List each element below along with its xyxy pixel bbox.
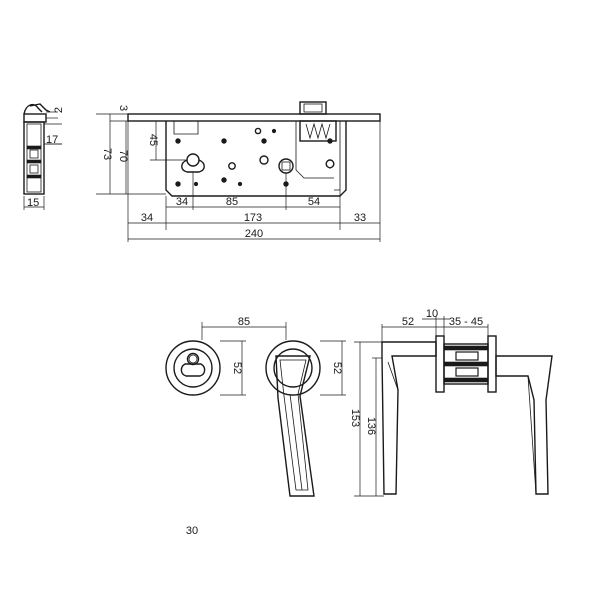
- spring-zigzag: [305, 122, 331, 140]
- handle-front-view: 85 52: [201, 316, 346, 497]
- side-segment-2: [26, 159, 42, 164]
- rosette-outer: [165, 340, 221, 396]
- side-lever-left: [381, 341, 437, 495]
- dim-label-85-rosettes: 85: [238, 316, 250, 328]
- handle-rosette-inner: [273, 348, 313, 388]
- dim-label-2: 2: [53, 107, 65, 113]
- dim-label-34-inner: 34: [176, 196, 188, 208]
- dim-label-54: 54: [308, 196, 320, 208]
- keyhole-body: [180, 363, 206, 377]
- lock-side-view: 2 17 15: [23, 103, 65, 210]
- side-top-block: [23, 113, 47, 123]
- dim-label-34-outer: 34: [141, 212, 153, 224]
- side-rosette-right: [487, 335, 497, 393]
- slot-right: [325, 159, 335, 169]
- handle-ridge: [289, 393, 303, 491]
- rosette-inner: [173, 348, 213, 388]
- handle-lever-inner: [279, 359, 309, 491]
- case-detail-top: [173, 121, 199, 135]
- screw-hole-open: [228, 162, 236, 170]
- lock-case: [165, 121, 347, 197]
- screw-hole: [327, 138, 333, 144]
- latch-bolt-inner: [303, 103, 323, 113]
- case-detail-bolt: [295, 121, 334, 179]
- footer-partial-label: 30: [186, 525, 198, 537]
- side-segment-1: [26, 145, 42, 150]
- dim-label-10: 10: [426, 308, 438, 320]
- spindle-square: [281, 161, 291, 171]
- spindle-bar-2: [443, 361, 489, 367]
- side-cap-curve: [23, 103, 43, 115]
- dim-label-15: 15: [27, 197, 39, 209]
- handle-rosette-outer: [265, 340, 321, 396]
- dim-label-45: 45: [147, 134, 159, 146]
- faceplate: [127, 113, 381, 122]
- handle-side-view: 52 10 35 - 45 153 136: [349, 308, 553, 497]
- spindle-hole: [278, 158, 294, 174]
- dim-label-136: 136: [365, 417, 377, 435]
- keyhole-circle: [186, 352, 200, 366]
- screw-hole: [221, 177, 227, 183]
- screw-hole: [237, 181, 243, 187]
- dim-label-85: 85: [226, 196, 238, 208]
- side-segment-box-1: [29, 149, 39, 159]
- side-lever-right-edge: [527, 375, 537, 495]
- dim-label-33: 33: [354, 212, 366, 224]
- side-body-inner: [26, 123, 42, 193]
- side-lever-right: [495, 355, 553, 495]
- dim-label-52-left: 52: [231, 362, 243, 374]
- spindle-bar-1: [443, 345, 489, 351]
- spindle-slot-1: [455, 351, 479, 361]
- screw-hole: [175, 138, 181, 144]
- dim-label-3: 3: [117, 105, 129, 111]
- dim-label-240: 240: [245, 228, 263, 240]
- lock-front-view: 73 70 3 45 34 85 54 34 173 33 240: [96, 101, 381, 242]
- case-detail-right: [334, 121, 341, 191]
- latch-bolt: [299, 101, 327, 115]
- side-lever-left-edge: [387, 361, 399, 391]
- screw-hole: [175, 181, 181, 187]
- side-cap-top: [29, 103, 51, 113]
- dim-label-17: 17: [46, 134, 58, 146]
- screw-hole: [271, 128, 277, 134]
- keyhole-top: [188, 354, 198, 364]
- spindle-slot-2: [455, 367, 479, 377]
- dim-label-52-side: 52: [402, 316, 414, 328]
- dim-label-35-45: 35 - 45: [449, 316, 483, 328]
- screw-hole: [261, 138, 267, 144]
- spring-block: [299, 120, 337, 142]
- spindle-bar-3: [443, 377, 489, 383]
- cylinder-hole-top: [186, 153, 200, 167]
- dim-label-153: 153: [349, 409, 361, 427]
- side-body: [23, 121, 45, 195]
- side-rosette-left: [435, 335, 445, 393]
- dim-label-73: 73: [101, 148, 113, 160]
- hole-center: [259, 155, 269, 165]
- screw-hole-open: [254, 127, 262, 135]
- dim-label-173: 173: [244, 212, 262, 224]
- dim-label-70: 70: [117, 150, 129, 162]
- screw-hole: [193, 181, 199, 187]
- side-segment-3: [26, 174, 42, 179]
- handle-lever: [275, 355, 315, 497]
- key-rosette: 52: [165, 340, 246, 396]
- dim-label-52-right: 52: [331, 362, 343, 374]
- screw-hole: [221, 138, 227, 144]
- side-segment-box-2: [29, 164, 39, 174]
